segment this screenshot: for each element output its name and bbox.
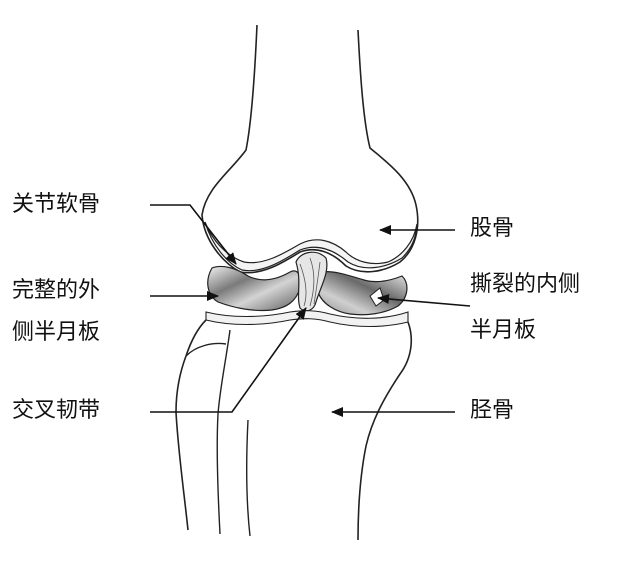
label-femur: 股骨 xyxy=(470,216,515,241)
medial-meniscus xyxy=(316,271,408,316)
label-tibia: 胫骨 xyxy=(470,398,515,423)
label-articular-cartilage: 关节软骨 xyxy=(12,192,101,217)
articular-cartilage-band xyxy=(204,221,418,272)
cruciate-ligament-shape xyxy=(295,251,328,312)
femur-outline xyxy=(201,24,419,274)
arrow-articular-cartilage xyxy=(150,204,237,265)
arrow-cruciate-ligament xyxy=(150,307,307,413)
tibia-outline xyxy=(175,319,207,531)
label-torn-meniscus-line1: 撕裂的内侧 xyxy=(470,272,581,297)
label-torn-meniscus-line2: 半月板 xyxy=(470,318,537,343)
label-lateral-meniscus-line1: 完整的外 xyxy=(12,278,101,303)
label-cruciate-ligament: 交叉韧带 xyxy=(12,398,101,423)
fibula-outline xyxy=(185,342,227,357)
label-lateral-meniscus-line2: 侧半月板 xyxy=(12,320,101,345)
arrow-torn-meniscus xyxy=(377,293,471,307)
